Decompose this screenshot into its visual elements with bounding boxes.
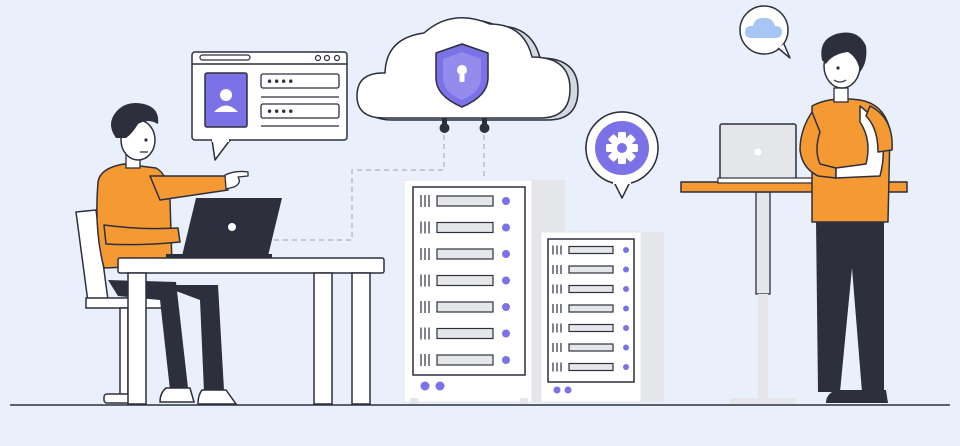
server-unit bbox=[552, 343, 629, 352]
server-unit bbox=[420, 327, 510, 340]
password-mask-1: •••• bbox=[266, 75, 294, 89]
password-field-2 bbox=[260, 103, 340, 119]
server-unit bbox=[552, 362, 629, 372]
server-unit bbox=[552, 265, 629, 274]
server-unit bbox=[420, 274, 510, 287]
person-right bbox=[799, 32, 893, 403]
server-unit bbox=[420, 221, 510, 234]
cloud-connector-plugs bbox=[439, 118, 490, 133]
server-unit bbox=[420, 301, 510, 313]
shield-lock-icon bbox=[435, 43, 489, 108]
desk-left bbox=[117, 257, 385, 405]
server-unit bbox=[420, 354, 510, 366]
cloud-icon bbox=[744, 17, 782, 38]
password-mask-2: •••• bbox=[266, 105, 294, 119]
server-rack-small bbox=[540, 231, 664, 403]
server-unit bbox=[420, 248, 510, 260]
server-unit bbox=[552, 323, 629, 333]
cloud-thought-bubble bbox=[739, 5, 791, 59]
server-rack-large bbox=[403, 179, 565, 404]
connector-lines bbox=[272, 135, 485, 241]
security-cloud bbox=[356, 17, 579, 133]
standing-desk bbox=[680, 181, 908, 404]
server-unit bbox=[552, 284, 629, 294]
person-left bbox=[96, 103, 249, 405]
password-field-1 bbox=[260, 73, 340, 89]
login-window: •••• •••• bbox=[191, 51, 348, 161]
server-unit bbox=[552, 245, 629, 255]
user-avatar-icon bbox=[204, 72, 248, 128]
laptop-left bbox=[166, 198, 282, 260]
server-unit bbox=[552, 304, 629, 313]
server-unit bbox=[420, 195, 510, 207]
gear-icon bbox=[606, 132, 638, 164]
settings-bubble bbox=[585, 111, 659, 199]
